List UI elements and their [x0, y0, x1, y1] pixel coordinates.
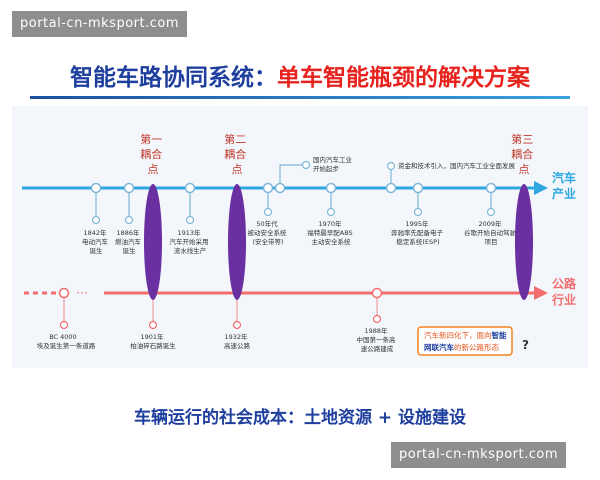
auto-event-full-development-line-1: 资金和技术引入，国内汽车工业全面发展	[398, 161, 516, 170]
title-underline	[30, 96, 570, 99]
road-event-bc4000-line-2: 埃及诞生第一条道路	[37, 341, 96, 350]
slide-title: 智能车路协同系统：单车智能瓶颈的解决方案	[0, 58, 600, 92]
coupling-point-2-label: 第二 耦合 点	[224, 132, 250, 176]
auto-event-1886-line-1: 1886年	[116, 228, 140, 237]
auto-event-1886-line-2: 燃油汽车	[115, 237, 142, 246]
callout-line1-a: 汽车新四化下，面向	[424, 330, 492, 340]
road-ellipsis: ···	[76, 286, 87, 300]
auto-event-1886: 1886年 燃油汽车 诞生	[115, 182, 143, 255]
callout-line2-b: 的新公路形态	[454, 342, 499, 352]
coupling-point-2-ellipse	[228, 184, 246, 300]
road-event-1988-line-2: 中国第一条高	[356, 335, 396, 344]
auto-event-50s-line-3: (安全带等)	[252, 237, 283, 246]
coupling-point-3-ellipse	[515, 184, 533, 300]
svg-text:BC 4000 埃及诞生第一条道路: BC 4000 埃及诞生第一条道路	[37, 333, 96, 350]
auto-event-1886-line-3: 诞生	[123, 246, 137, 255]
auto-event-1913-line-2: 汽车开始采用	[169, 237, 208, 246]
road-event-1988: 1988年 中国第一条高 速公路建成	[356, 287, 397, 353]
auto-event-1842-line-3: 诞生	[90, 246, 104, 255]
road-lane-label-1: 公路	[552, 276, 577, 291]
auto-event-1970-line-1: 1970年	[318, 219, 342, 228]
road-event-1901-line-1: 1901年	[140, 332, 164, 341]
svg-text:1995年 奔驰率先配备电子 稳定系: 1995年 奔驰率先配备电子 稳定系统(ESP)	[391, 219, 445, 246]
auto-event-domestic-start: 国内汽车工业 开始起步	[274, 155, 354, 194]
title-part-2: 单车智能瓶颈的解决方案	[277, 65, 530, 91]
future-question-mark: ?	[522, 338, 529, 352]
svg-text:1913年 汽车开始采用 流水线生产: 1913年 汽车开始采用 流水线生产	[169, 228, 210, 255]
road-event-1932-line-1: 1932年	[224, 332, 248, 341]
auto-event-1913-line-1: 1913年	[177, 228, 201, 237]
callout-line2-a: 网联汽车	[424, 342, 454, 352]
svg-text:2009年 谷歌开始自动驾驶 项目: 2009年 谷歌开始自动驾驶 项目	[464, 219, 518, 246]
svg-text:1970年 福特最早配ABS 主动安: 1970年 福特最早配ABS 主动安全系统	[307, 219, 355, 246]
auto-event-domestic-start-line-1: 国内汽车工业	[313, 155, 353, 164]
auto-event-2009-line-3: 项目	[485, 238, 498, 246]
road-event-1901: 1901年 柏油碎石路诞生	[130, 293, 176, 350]
auto-industry-arrowhead	[534, 181, 548, 195]
auto-event-1970-line-3: 主动安全系统	[312, 237, 352, 246]
svg-text:资金和技术引入，国内汽车工业全面发展: 资金和技术引入，国内汽车工业全面发展	[398, 161, 516, 170]
auto-event-1970-line-2: 福特最早配ABS	[307, 228, 352, 237]
svg-text:1886年 燃油汽车 诞生: 1886年 燃油汽车 诞生	[115, 228, 143, 255]
road-lane-label-2: 行业	[551, 292, 576, 307]
auto-event-1970: 1970年 福特最早配ABS 主动安全系统	[307, 182, 355, 246]
coupling-point-3-label: 第三 耦合 点	[511, 132, 537, 176]
auto-event-1913-line-3: 流水线生产	[174, 246, 207, 255]
svg-text:1901年 柏油碎石路诞生: 1901年 柏油碎石路诞生	[130, 332, 176, 350]
auto-event-1842-line-2: 电动汽车	[82, 237, 109, 246]
auto-event-2009-line-1: 2009年	[478, 219, 502, 228]
road-event-1932-line-2: 高速公路	[224, 341, 251, 350]
auto-event-1842-line-1: 1842年	[83, 228, 107, 237]
auto-event-full-development: 资金和技术引入，国内汽车工业全面发展	[385, 161, 516, 194]
auto-event-50s-line-2: 被动安全系统	[247, 228, 287, 237]
svg-text:1988年 中国第一条高 速公路建成: 1988年 中国第一条高 速公路建成	[356, 326, 397, 353]
coupling-point-1-ellipse	[144, 184, 162, 300]
auto-event-1995: 1995年 奔驰率先配备电子 稳定系统(ESP)	[391, 182, 445, 246]
road-event-bc4000: BC 4000 埃及诞生第一条道路	[37, 287, 96, 350]
svg-text:国内汽车工业 开始起步: 国内汽车工业 开始起步	[313, 155, 354, 173]
svg-text:50年代 被动安全系统 (安全带等): 50年代 被动安全系统 (安全带等)	[247, 219, 288, 246]
svg-text:汽车新四化下，面向智能 网联汽车的新公路形态: 汽车新四化下，面向智能 网联汽车的新公路形态	[424, 330, 509, 352]
auto-event-1995-line-3: 稳定系统(ESP)	[396, 237, 439, 246]
svg-text:1932年 高速公路: 1932年 高速公路	[224, 332, 251, 350]
coupling-point-1-label: 第一 耦合 点	[140, 132, 166, 176]
auto-event-2009-line-2: 谷歌开始自动驾驶	[464, 228, 517, 237]
future-road-callout: 汽车新四化下，面向智能 网联汽车的新公路形态	[417, 326, 513, 356]
auto-event-50s-line-1: 50年代	[256, 219, 278, 228]
svg-text:1842年 电动汽车 诞生: 1842年 电动汽车 诞生	[82, 228, 110, 255]
footer-caption: 车辆运行的社会成本：土地资源 + 设施建设	[133, 408, 467, 428]
auto-event-1842: 1842年 电动汽车 诞生	[82, 182, 110, 255]
auto-lane-label-1: 汽车	[552, 170, 576, 185]
callout-line1-b: 智能	[492, 330, 507, 340]
auto-event-1913: 1913年 汽车开始采用 流水线生产	[169, 182, 210, 255]
auto-event-2009: 2009年 谷歌开始自动驾驶 项目	[464, 182, 518, 246]
auto-event-50s: 50年代 被动安全系统 (安全带等)	[247, 182, 288, 246]
road-event-1901-line-2: 柏油碎石路诞生	[130, 341, 176, 350]
auto-event-domestic-start-line-2: 开始起步	[313, 164, 340, 173]
road-event-bc4000-line-1: BC 4000	[49, 333, 77, 341]
road-event-1988-line-1: 1988年	[364, 326, 388, 335]
title-part-1: 智能车路协同系统：	[70, 65, 277, 91]
watermark-bottom: portal-cn-mksport.com	[391, 442, 567, 468]
watermark-top: portal-cn-mksport.com	[12, 11, 188, 37]
road-event-1932: 1932年 高速公路	[224, 293, 251, 350]
auto-event-1995-line-1: 1995年	[405, 219, 429, 228]
auto-lane-label-2: 产业	[552, 186, 576, 201]
diagram-panel	[12, 106, 588, 368]
auto-event-1995-line-2: 奔驰率先配备电子	[391, 228, 444, 237]
road-event-1988-line-3: 速公路建成	[361, 344, 394, 353]
road-industry-arrowhead	[534, 286, 548, 300]
